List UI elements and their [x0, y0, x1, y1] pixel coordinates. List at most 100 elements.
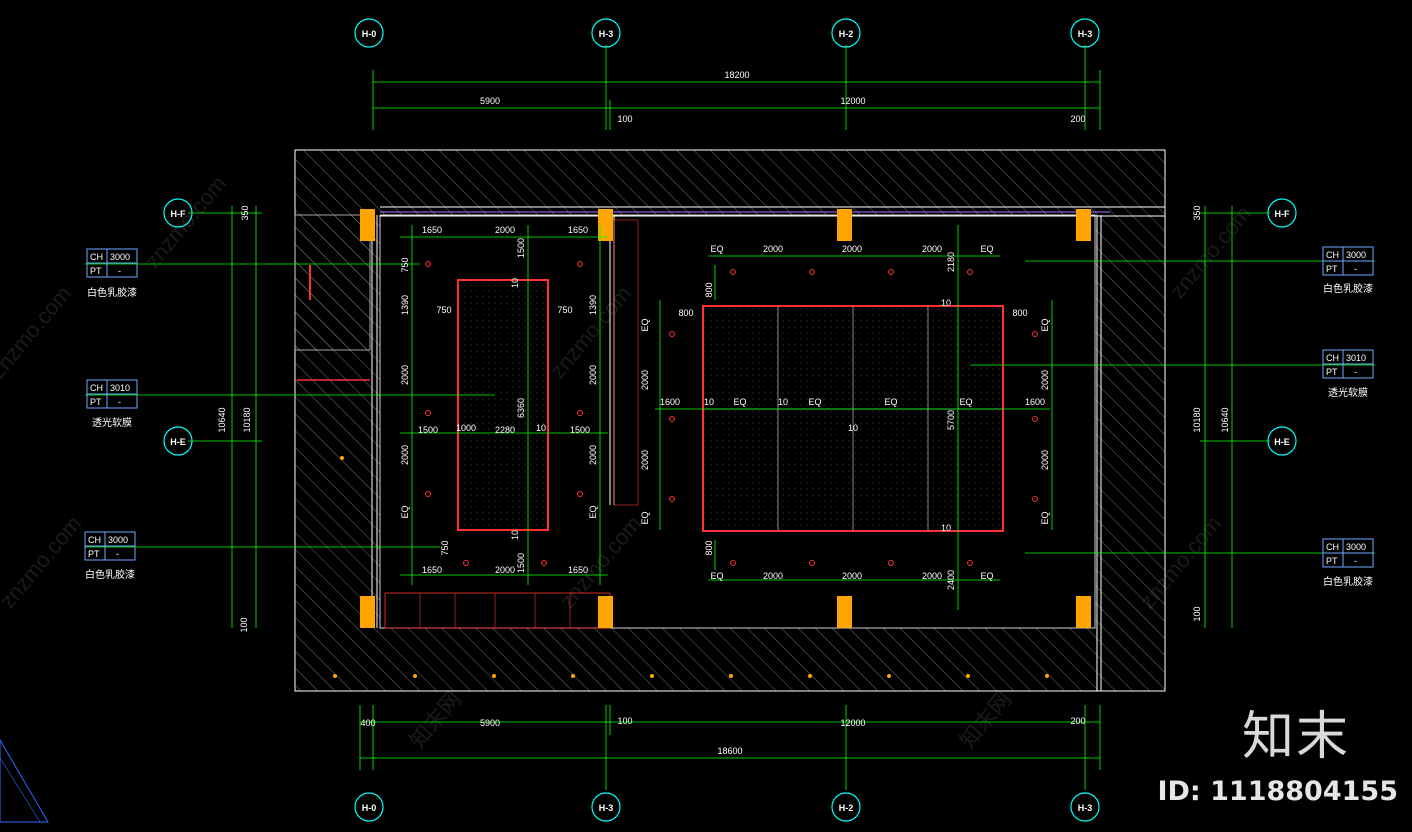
grid-labels: H-0 H-3 H-2 H-3 H-0 H-3 H-2 H-3 H-F H-E …	[170, 29, 1290, 813]
dim-text: 1650	[422, 565, 442, 575]
dim-text: 1600	[1025, 397, 1045, 407]
dim-text: 1650	[568, 225, 588, 235]
dim-text: 2000	[1040, 370, 1050, 390]
dim-text: 1500	[570, 425, 590, 435]
outer-dimensions: 18200 5900 100 12000 200 400 5900 100 12…	[217, 70, 1230, 756]
dim-text: 2000	[922, 244, 942, 254]
dim-text: 10	[778, 397, 788, 407]
dim-text: EQ	[640, 318, 650, 331]
dim-text: 18600	[717, 746, 742, 756]
watermark-text: 知末网	[405, 687, 467, 754]
watermark-text: znzmo.com	[0, 511, 86, 613]
tag-pt-value: -	[118, 397, 121, 407]
grid-label: H-0	[362, 29, 377, 39]
dim-text: 200	[1070, 114, 1085, 124]
tag-pt-value: -	[1354, 367, 1357, 377]
dim-text: 1650	[568, 565, 588, 575]
tag-pt-label: PT	[90, 266, 102, 276]
grid-label: H-3	[599, 803, 614, 813]
dim-text: 1600	[660, 397, 680, 407]
dim-text: 2000	[400, 445, 410, 465]
dim-text: 2000	[763, 571, 783, 581]
tag-caption: 白色乳胶漆	[1323, 282, 1373, 295]
dim-text: 10180	[1192, 407, 1202, 432]
dim-text: 800	[704, 540, 714, 555]
watermark-text: znzmo.com	[1165, 201, 1256, 303]
dim-text: 2000	[922, 571, 942, 581]
watermark-text: 知末网	[955, 687, 1017, 754]
tag-caption: 白色乳胶漆	[1323, 575, 1373, 588]
wall-lights	[333, 456, 1049, 678]
downlights	[425, 261, 1038, 566]
dim-text: 1500	[516, 238, 526, 258]
dim-text: 2000	[763, 244, 783, 254]
tag-ch-value: 3010	[110, 383, 130, 393]
dim-text: 800	[704, 282, 714, 297]
tag-ch-label: CH	[90, 252, 103, 262]
tag-caption: 透光软膜	[92, 416, 132, 429]
tag-caption: 白色乳胶漆	[87, 286, 137, 299]
ceiling-tags: CH 3000 PT - 白色乳胶漆 CH 3010 PT - 透光软膜 CH …	[84, 246, 1374, 588]
tag-ch-label: CH	[1326, 250, 1339, 260]
ceiling-tag: CH 3000 PT - 白色乳胶漆	[86, 248, 138, 299]
dim-text: EQ	[588, 505, 598, 518]
dim-text: 750	[557, 305, 572, 315]
dim-text: 200	[1070, 716, 1085, 726]
tag-pt-label: PT	[1326, 264, 1338, 274]
dim-text: 800	[678, 308, 693, 318]
dim-text: 400	[360, 718, 375, 728]
dim-text: 2000	[842, 571, 862, 581]
dim-text: 1000	[456, 423, 476, 433]
dim-text: 2400	[946, 570, 956, 590]
dimension-lines	[85, 45, 1375, 790]
dim-text: 10640	[217, 407, 227, 432]
dim-text: EQ	[1040, 511, 1050, 524]
dim-text: 5700	[946, 410, 956, 430]
tag-pt-label: PT	[1326, 556, 1338, 566]
grid-label: H-F	[171, 209, 186, 219]
dim-text: EQ	[710, 244, 723, 254]
dim-text: 10	[510, 530, 520, 540]
dim-text: 10	[941, 298, 951, 308]
dim-text: EQ	[400, 505, 410, 518]
watermark-text: znzmo.com	[140, 171, 231, 273]
tag-ch-value: 3010	[1346, 353, 1366, 363]
dim-text: 5900	[480, 96, 500, 106]
dim-text: EQ	[733, 397, 746, 407]
dim-text: 2000	[640, 370, 650, 390]
ceiling-tag: CH 3000 PT - 白色乳胶漆	[1322, 538, 1374, 588]
dim-text: 350	[1192, 205, 1202, 220]
tag-pt-label: PT	[90, 397, 102, 407]
dim-text: 10180	[242, 407, 252, 432]
grid-label: H-3	[1078, 29, 1093, 39]
tag-caption: 白色乳胶漆	[85, 568, 135, 581]
dim-text: 2000	[588, 365, 598, 385]
dim-text: 1650	[422, 225, 442, 235]
corner-triangle-line	[0, 757, 41, 823]
corner-triangle	[0, 739, 49, 823]
grid-label: H-F	[1275, 209, 1290, 219]
dim-text: 800	[1012, 308, 1027, 318]
dim-text: 10	[704, 397, 714, 407]
tag-ch-label: CH	[88, 535, 101, 545]
tag-pt-label: PT	[1326, 367, 1338, 377]
dim-text: 2000	[495, 225, 515, 235]
columns	[360, 209, 1091, 628]
tag-ch-value: 3000	[110, 252, 130, 262]
dim-text: EQ	[980, 571, 993, 581]
image-id: ID: 1118804155	[1157, 776, 1398, 807]
right-room-dimensions: EQ 2000 2000 2000 EQ EQ 2000 2000 2000 E…	[640, 244, 1050, 590]
ceiling-tag: CH 3010 PT - 透光软膜	[86, 379, 138, 429]
dim-text: 100	[239, 617, 249, 632]
dim-text: 1500	[418, 425, 438, 435]
ceiling-tag: CH 3000 PT - 白色乳胶漆	[1322, 246, 1374, 295]
dim-text: 5900	[480, 718, 500, 728]
grid-bubbles	[163, 18, 1297, 822]
grid-label: H-E	[1274, 437, 1290, 447]
dim-text: 750	[400, 257, 410, 272]
grid-label: H-0	[362, 803, 377, 813]
dim-text: EQ	[808, 397, 821, 407]
tag-pt-value: -	[116, 549, 119, 559]
dim-text: EQ	[980, 244, 993, 254]
